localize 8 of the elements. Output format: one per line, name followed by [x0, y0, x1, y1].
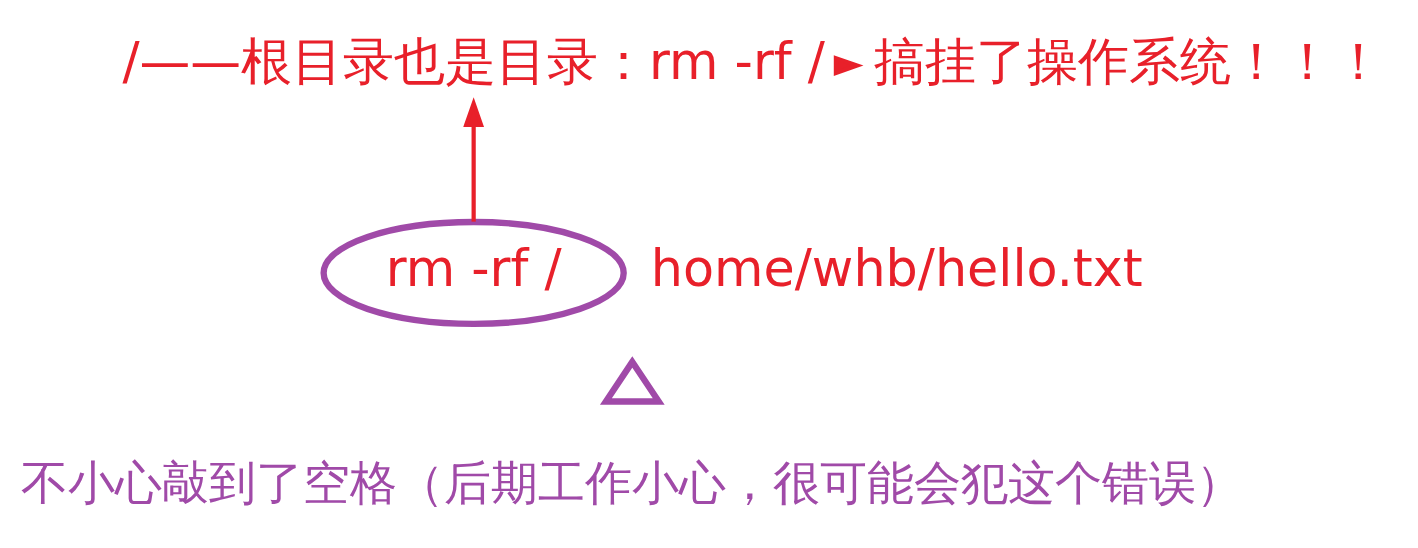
arrow — [463, 97, 485, 222]
node-text: 搞挂了操作系统！！！ — [874, 31, 1385, 91]
node-ellipse: rm -rf / — [320, 218, 627, 328]
node-text: /——根目录也是目录：rm -rf / — [122, 31, 825, 91]
arrow — [833, 55, 864, 76]
node-label: 不小心敲到了空格（后期工作小心，很可能会犯这个错误） — [21, 455, 1244, 510]
node-triangle — [599, 356, 665, 405]
node-label: home/whb/hello.txt — [650, 239, 1143, 299]
